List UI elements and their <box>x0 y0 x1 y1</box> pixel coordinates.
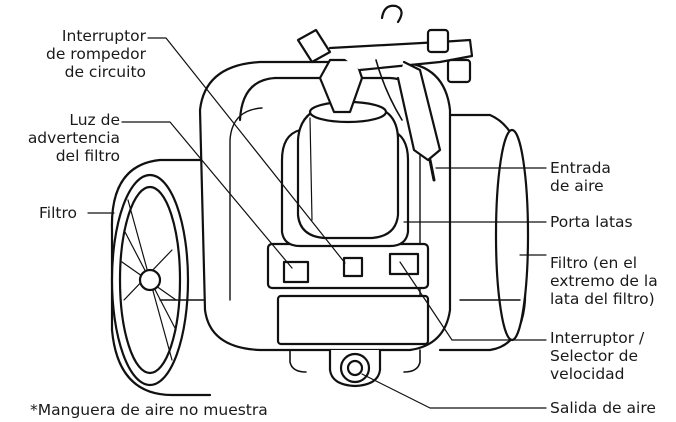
label-filter-right: Filtro (en el extremo de la lata del fil… <box>550 254 658 308</box>
label-air-inlet: Entrada de aire <box>550 159 611 195</box>
label-hose-note: *Manguera de aire no muestra <box>30 401 268 419</box>
leader-lines <box>87 37 547 409</box>
left-filter-drum <box>110 158 231 397</box>
spray-gun <box>296 4 474 182</box>
label-filter-warning-light: Luz de advertencia del filtro <box>27 111 120 165</box>
label-filter-left: Filtro <box>39 204 77 222</box>
label-can-holder: Porta latas <box>550 213 633 231</box>
label-switch-speed-selector: Interruptor / Selector de velocidad <box>550 329 645 383</box>
right-filter-drum <box>438 113 530 352</box>
label-circuit-breaker: Interruptor de rompedor de circuito <box>46 27 146 81</box>
air-outlet-fitting <box>289 348 421 388</box>
label-air-outlet: Salida de aire <box>550 399 656 417</box>
paint-cup <box>296 100 400 240</box>
